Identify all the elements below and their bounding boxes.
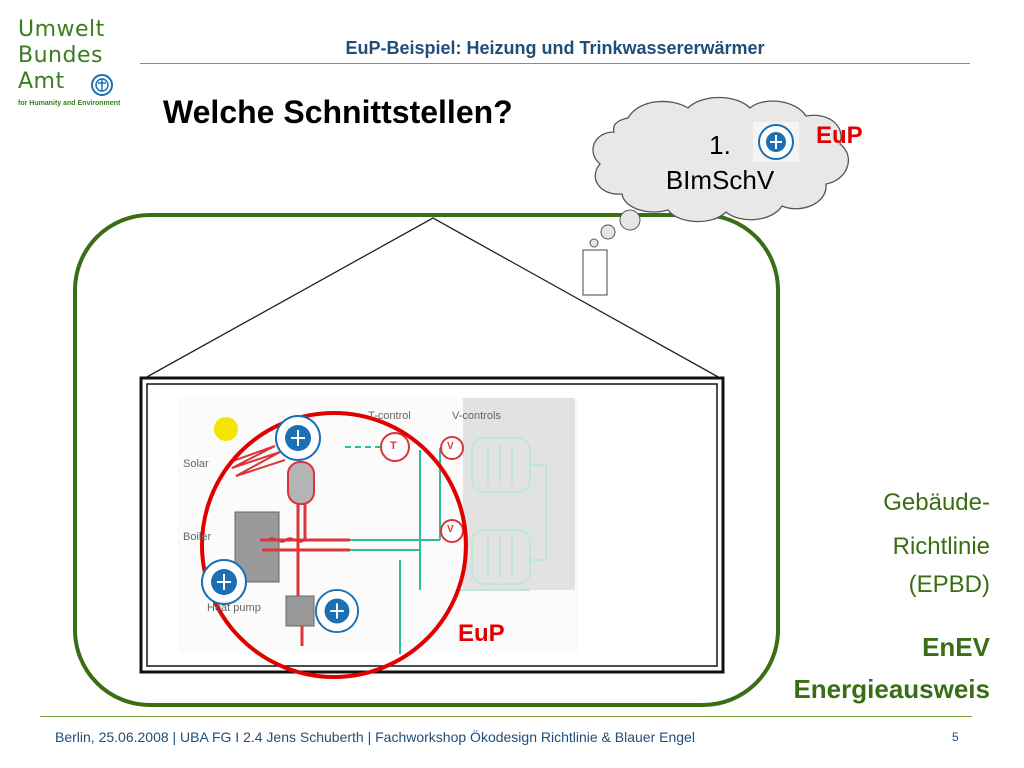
v-valve-mid [440,519,464,543]
radiator-zone [463,398,575,590]
uba-globe-icon [91,74,113,96]
logo-umwelt: Umwelt [18,17,105,42]
sun-icon [214,417,238,441]
epbd-line2: Richtlinie [892,533,990,560]
blauer-engel-icon [275,415,321,461]
cloud-line1: 1. [709,130,731,160]
cloud-eup-label: EuP [816,122,863,149]
page-number: 5 [952,730,959,744]
t-control-sensor [380,432,410,462]
footer-text: Berlin, 25.06.2008 | UBA FG I 2.4 Jens S… [55,729,695,745]
blauer-engel-icon [314,588,360,634]
smoke-bubble [589,238,599,248]
blauer-engel-icon [201,559,247,605]
chimney [582,249,608,296]
blauer-engel-icon [753,122,799,162]
radiator-top-fins [487,444,513,486]
v-valve-top [440,436,464,460]
pipe-red [260,504,350,646]
header-title: EuP-Beispiel: Heizung und Trinkwassererw… [345,38,765,58]
radiator-bottom [471,529,531,585]
epbd-line3: (EPBD) [908,571,990,598]
enev-line2: Energieausweis [793,674,990,704]
logo-bundes: Bundes [18,43,103,68]
label-solar: Solar [183,458,209,470]
smoke-bubble [600,224,616,240]
house-roof [144,217,721,379]
heat-pump [285,595,315,627]
cloud-line2: BImSchV [665,165,775,195]
radiator-pipes [458,464,547,591]
logo-amt: Amt [18,69,65,94]
radiator-bottom-fins [487,536,513,578]
eup-circle [200,411,468,679]
label-v-controls: V-controls [452,410,501,422]
label-heat-pump: Heat pump [207,602,261,614]
smoke-bubble [619,209,641,231]
solar-collector [229,445,286,477]
footer-rule [40,716,972,717]
label-t-control: T-control [368,410,411,422]
heat-exchanger [267,537,305,543]
storage-tank [287,461,315,505]
logo-tagline: for Humanity and Environment [18,100,121,107]
enev-line1: EnEV [922,632,990,662]
label-v-mid: V [447,524,454,535]
diagram-eup-label: EuP [458,620,505,647]
label-t-sensor: T [390,440,397,452]
header-rule [140,63,970,64]
slide-title: Welche Schnittstellen? [163,94,513,130]
epbd-line1: Gebäude- [883,489,990,516]
label-v-top: V [447,441,454,452]
label-boiler: Boiler [183,531,212,543]
pipe-teal [350,448,460,654]
building-frame [73,213,780,707]
